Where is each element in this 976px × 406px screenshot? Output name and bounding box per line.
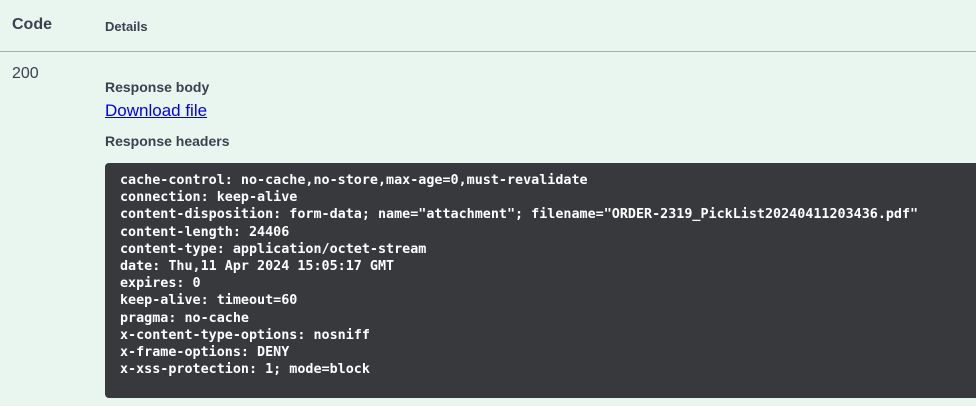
response-row: 200 Response body Download file Response…	[0, 52, 976, 399]
response-header-line: x-xss-protection: 1; mode=block	[120, 362, 370, 378]
response-header-line: content-type: application/octet-stream	[120, 241, 427, 257]
response-header-line: cache-control: no-cache,no-store,max-age…	[120, 173, 588, 188]
response-header-line: content-disposition: form-data; name="at…	[120, 207, 919, 223]
response-details: Response body Download file Response hea…	[105, 65, 976, 399]
response-header-line: content-length: 24406	[120, 224, 290, 240]
response-body-label: Response body	[105, 79, 210, 95]
response-headers-label: Response headers	[105, 133, 230, 149]
response-header-line: x-frame-options: DENY	[120, 345, 290, 361]
code-column-header: Code	[12, 16, 52, 33]
response-header-line: pragma: no-cache	[120, 310, 249, 326]
response-header-line: expires: 0	[120, 276, 201, 292]
details-column-header: Details	[105, 19, 148, 34]
response-headers-block: cache-control: no-cache,no-store,max-age…	[105, 163, 976, 399]
response-header-line: keep-alive: timeout=60	[120, 293, 298, 309]
download-file-link[interactable]: Download file	[105, 101, 208, 120]
response-header-line: x-content-type-options: nosniff	[120, 327, 370, 343]
responses-table-header-row: Code Details	[0, 0, 976, 52]
response-status-code: 200	[12, 65, 39, 82]
response-header-line: connection: keep-alive	[120, 190, 298, 206]
response-header-line: date: Thu,11 Apr 2024 15:05:17 GMT	[120, 259, 395, 275]
